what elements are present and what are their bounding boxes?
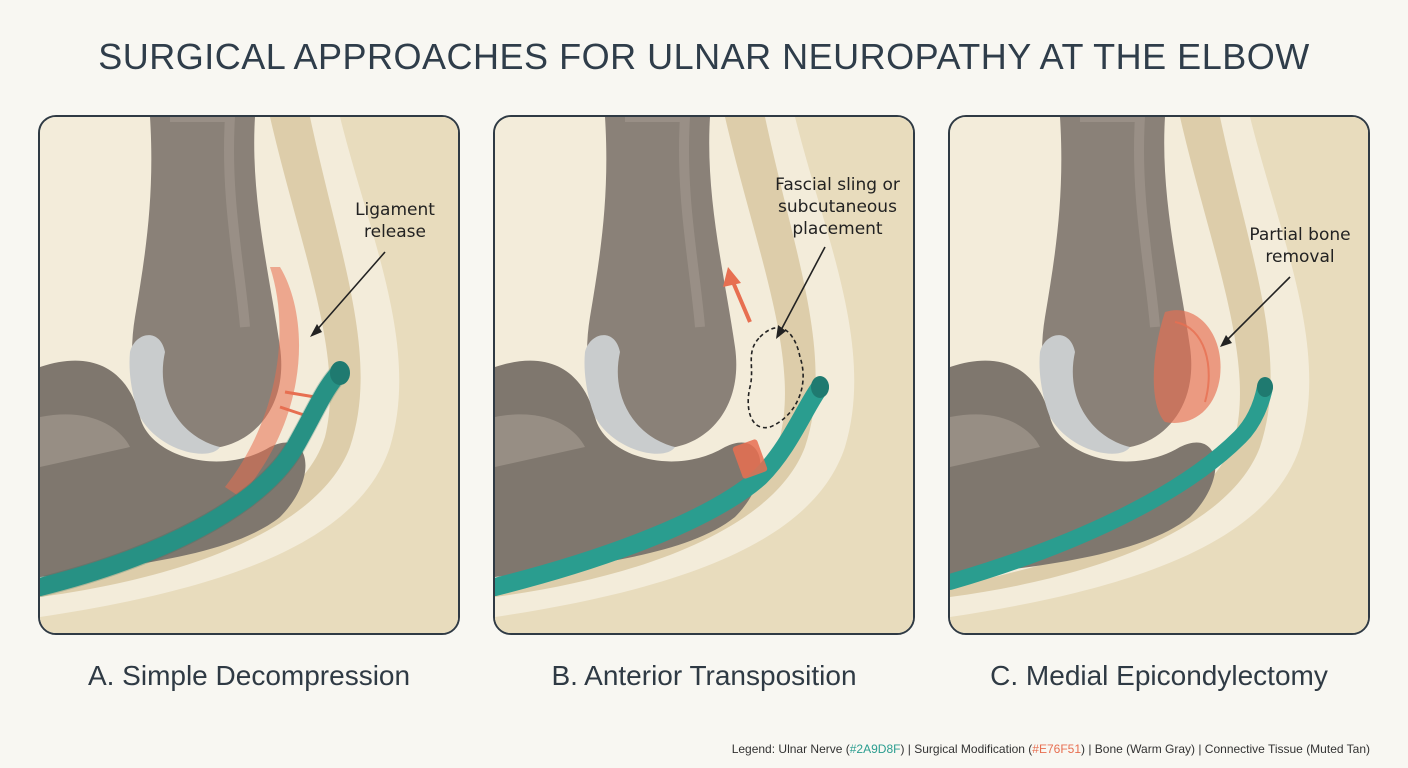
caption-anterior-transposition: B. Anterior Transposition — [551, 660, 857, 691]
legend: Legend: Ulnar Nerve (#2A9D8F) | Surgical… — [732, 742, 1370, 756]
elbow-illustration-a — [40, 117, 458, 633]
panel-anterior-transposition: Fascial sling or subcutaneous placement — [493, 115, 915, 635]
callout-line: removal — [1265, 247, 1335, 267]
legend-text: Legend: Ulnar Nerve ( — [731, 742, 850, 756]
bone-removal-icon — [1153, 310, 1221, 423]
legend-text: ) | Surgical Modification ( — [900, 742, 1033, 756]
caption-medial-epicondylectomy: C. Medial Epicondylectomy — [990, 660, 1328, 691]
callout-line: Partial bone — [1249, 225, 1351, 245]
transposition-arrow-icon — [723, 267, 741, 287]
callout-ligament-release: Ligament release — [340, 199, 450, 243]
callout-partial-bone-removal: Partial bone removal — [1240, 224, 1360, 268]
legend-nerve-color: #2A9D8F — [849, 742, 901, 756]
legend-modification-color: #E76F51 — [1032, 742, 1081, 756]
callout-line: release — [364, 222, 426, 242]
callout-line: Fascial sling or — [775, 175, 900, 195]
caption-simple-decompression: A. Simple Decompression — [87, 660, 411, 691]
callout-line: Ligament — [355, 200, 435, 220]
callout-line: placement — [792, 219, 883, 239]
legend-text: ) | Bone (Warm Gray) | Connective Tissue… — [1081, 742, 1370, 756]
page-title: SURGICAL APPROACHES FOR ULNAR NEUROPATHY… — [98, 36, 1310, 77]
callout-fascial-sling: Fascial sling or subcutaneous placement — [765, 174, 910, 240]
elbow-illustration-b — [495, 117, 913, 633]
callout-arrow-a — [314, 251, 386, 333]
callout-line: subcutaneous — [778, 197, 897, 217]
panel-medial-epicondylectomy: Partial bone removal — [948, 115, 1370, 635]
panel-simple-decompression: Ligament release — [38, 115, 460, 635]
elbow-illustration-c — [950, 117, 1368, 633]
